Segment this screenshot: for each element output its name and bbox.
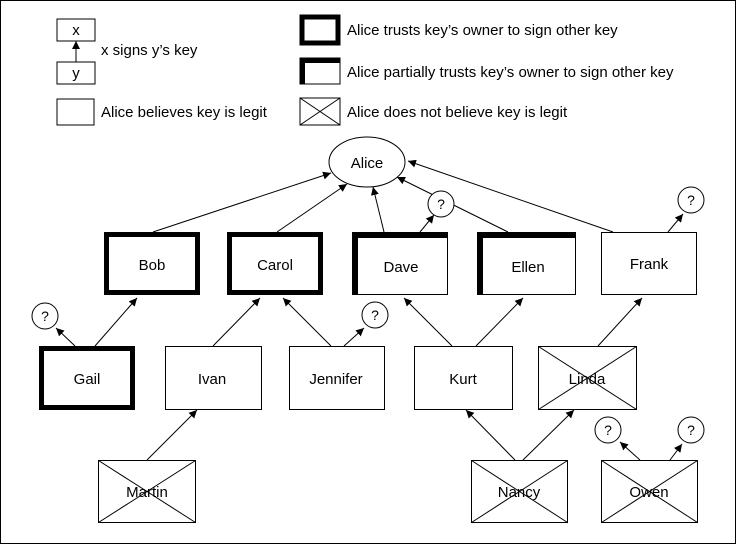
edge-bob-alice bbox=[152, 171, 332, 233]
node-dave-label: Dave bbox=[383, 259, 418, 276]
node-alice-label: Alice bbox=[351, 155, 384, 172]
node-ellen: Ellen bbox=[477, 232, 576, 295]
node-kurt: Kurt bbox=[414, 346, 513, 410]
node-kurt-label: Kurt bbox=[449, 371, 477, 388]
unknown-gail-label: ? bbox=[41, 308, 49, 324]
edge-owen-unknown-left bbox=[619, 441, 641, 461]
edge-jennifer-unknown bbox=[343, 327, 365, 347]
edge-frank-unknown bbox=[667, 213, 684, 233]
legend-x-label: x bbox=[72, 22, 80, 39]
legend-full-trust-text: Alice trusts key’s owner to sign other k… bbox=[347, 22, 618, 39]
node-ivan: Ivan bbox=[165, 346, 262, 410]
node-owen-label: Owen bbox=[629, 484, 668, 501]
edge-frank-alice bbox=[407, 159, 614, 233]
node-frank: Frank bbox=[601, 232, 697, 295]
edge-owen-unknown-right bbox=[669, 443, 683, 461]
edge-nancy-kurt bbox=[465, 409, 516, 461]
edge-kurt-ellen bbox=[475, 297, 524, 347]
edge-dave-alice bbox=[371, 186, 385, 233]
legend: x y x signs y’s key Alice believes key i… bbox=[56, 14, 674, 126]
unknown-jennifer-label: ? bbox=[371, 307, 379, 323]
node-jennifer-label: Jennifer bbox=[309, 371, 362, 388]
node-linda: Linda bbox=[538, 346, 637, 410]
edge-gail-bob bbox=[94, 297, 138, 347]
edge-martin-ivan bbox=[146, 409, 198, 461]
edge-kurt-dave bbox=[403, 297, 453, 347]
node-martin: Martin bbox=[98, 460, 196, 523]
legend-full-trust-box bbox=[299, 14, 341, 46]
unknown-owen-right-label: ? bbox=[687, 422, 695, 438]
node-owen: Owen bbox=[601, 460, 698, 523]
signature-edges bbox=[55, 159, 684, 461]
legend-legit-text: Alice believes key is legit bbox=[101, 104, 268, 121]
node-alice: Alice bbox=[328, 136, 406, 188]
edge-dave-unknown bbox=[419, 214, 435, 233]
legend-partial-trust-text: Alice partially trusts key’s owner to si… bbox=[347, 64, 674, 81]
legend-signs-text: x signs y’s key bbox=[101, 42, 198, 59]
unknown-owen-left-label: ? bbox=[604, 422, 612, 438]
edge-ivan-carol bbox=[212, 297, 261, 347]
unknown-dave: ? bbox=[427, 190, 455, 218]
node-ellen-label: Ellen bbox=[511, 259, 544, 276]
legend-y-label: y bbox=[72, 65, 80, 82]
node-dave: Dave bbox=[352, 232, 448, 295]
unknown-gail: ? bbox=[31, 302, 59, 330]
edge-jennifer-carol bbox=[282, 297, 332, 347]
unknown-owen-left: ? bbox=[594, 416, 622, 444]
node-nancy: Nancy bbox=[471, 460, 568, 523]
node-martin-label: Martin bbox=[126, 484, 168, 501]
legend-not-legit-text: Alice does not believe key is legit bbox=[347, 104, 568, 121]
edge-nancy-linda bbox=[522, 409, 575, 461]
node-gail: Gail bbox=[39, 346, 135, 410]
node-bob-label: Bob bbox=[139, 257, 166, 274]
node-bob: Bob bbox=[104, 232, 200, 295]
legend-legit-box bbox=[56, 98, 95, 126]
node-gail-label: Gail bbox=[74, 371, 101, 388]
unknown-owen-right: ? bbox=[677, 416, 705, 444]
node-carol: Carol bbox=[227, 232, 323, 295]
edge-gail-unknown bbox=[55, 327, 76, 347]
edge-carol-alice bbox=[276, 183, 348, 233]
node-linda-label: Linda bbox=[569, 371, 606, 388]
node-ivan-label: Ivan bbox=[198, 371, 226, 388]
node-nancy-label: Nancy bbox=[498, 484, 541, 501]
node-jennifer: Jennifer bbox=[289, 346, 385, 410]
unknown-jennifer: ? bbox=[361, 301, 389, 329]
node-carol-label: Carol bbox=[257, 257, 293, 274]
node-frank-label: Frank bbox=[630, 256, 669, 273]
unknown-frank: ? bbox=[677, 186, 705, 214]
edge-linda-frank bbox=[597, 297, 643, 347]
unknown-dave-label: ? bbox=[437, 196, 445, 212]
unknown-frank-label: ? bbox=[687, 192, 695, 208]
